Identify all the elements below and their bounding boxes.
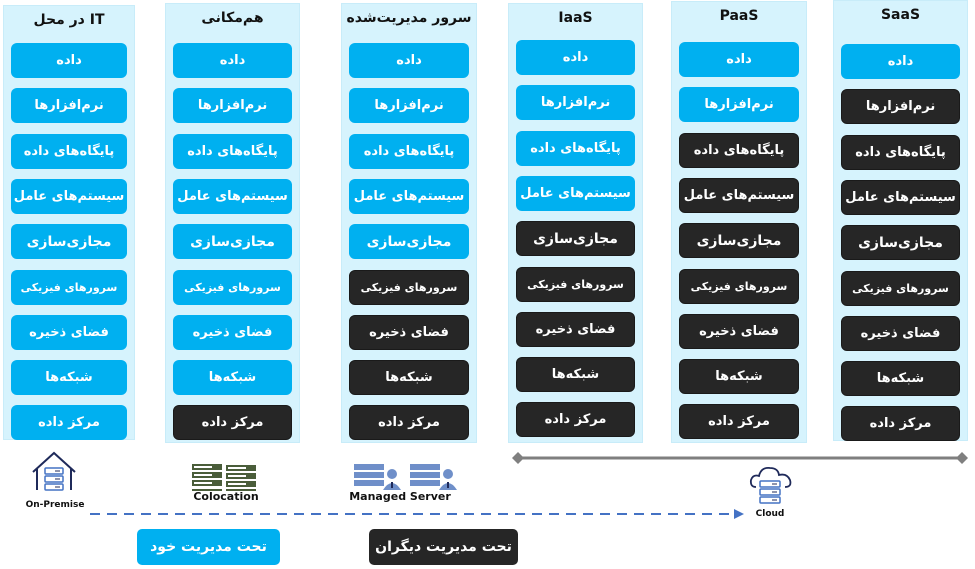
layer-box: داده (173, 43, 292, 78)
layer-box: مرکز داده (173, 405, 292, 441)
legend-vendor-managed: تحت مدیریت دیگران (369, 529, 518, 565)
layer-box: داده (516, 40, 635, 75)
layer-box: سیستم‌های عامل (679, 177, 799, 213)
layer-box: پایگاه‌های داده (11, 133, 127, 169)
layer-box: داده (679, 42, 799, 77)
layer-box: پایگاه‌های داده (679, 132, 799, 168)
column-title: IaaS (558, 10, 593, 26)
layer-box: نرم‌افزارها (679, 87, 799, 123)
layer-box: مجازی‌سازی (841, 225, 960, 261)
layer-box: فضای ذخیره (11, 314, 127, 350)
layer-box: شبکه‌ها (516, 357, 635, 393)
layer-box: سیستم‌های عامل (11, 178, 127, 214)
layer-box: مرکز داده (11, 405, 127, 441)
layer-box: سیستم‌های عامل (841, 179, 960, 215)
layer-box: پایگاه‌های داده (516, 130, 635, 166)
layer-box: مرکز داده (349, 405, 469, 441)
managed-server-icon (354, 464, 457, 490)
arrow-head-icon (734, 509, 744, 519)
layer-box: فضای ذخیره (349, 314, 469, 350)
colocation-server-racks-icon (192, 464, 256, 491)
cloud-server-icon (749, 467, 792, 504)
layer-box: مجازی‌سازی (349, 224, 469, 260)
slider-handle-right (956, 452, 968, 464)
layer-box: سیستم‌های عامل (173, 178, 292, 214)
service-column-5: SaaS داده نرم‌افزارها پایگاه‌های داده سیستم‌… (833, 0, 968, 442)
layer-box: شبکه‌ها (841, 361, 960, 397)
layer-box: سرورهای فیزیکی (349, 269, 469, 305)
layer-box: داده (349, 43, 469, 78)
layer-box: سیستم‌های عامل (516, 175, 635, 211)
column-title: هم‌مکانی (201, 10, 264, 26)
service-column-4: PaaS داده نرم‌افزارها پایگاه‌های داده سیستم‌… (671, 1, 807, 443)
layer-box: مجازی‌سازی (516, 221, 635, 257)
layer-box: مرکز داده (516, 402, 635, 438)
layer-box: مجازی‌سازی (679, 223, 799, 259)
layer-box: مجازی‌سازی (11, 224, 127, 260)
layer-box: مرکز داده (841, 406, 960, 442)
layer-box: نرم‌افزارها (173, 88, 292, 124)
service-column-0: IT در محل داده نرم‌افزارها پایگاه‌های داده س… (3, 5, 135, 441)
layer-box: سرورهای فیزیکی (11, 269, 127, 305)
layer-box: سیستم‌های عامل (349, 178, 469, 214)
layer-box: نرم‌افزارها (349, 88, 469, 124)
service-column-3: IaaS داده نرم‌افزارها پایگاه‌های داده سیستم‌… (508, 3, 643, 443)
layer-box: مجازی‌سازی (173, 224, 292, 260)
layer-box: پایگاه‌های داده (841, 134, 960, 170)
on-premise-label: On-Premise (25, 500, 85, 510)
layer-box: نرم‌افزارها (11, 88, 127, 124)
layer-box: سرورهای فیزیکی (516, 266, 635, 302)
layer-box: داده (841, 44, 960, 79)
service-column-2: سرور مدیریت‌شده داده نرم‌افزارها پایگاه‌های… (341, 3, 477, 443)
progression-dashed-arrow (90, 509, 744, 519)
layer-box: شبکه‌ها (173, 360, 292, 396)
layer-box: سرورهای فیزیکی (679, 268, 799, 304)
layer-box: پایگاه‌های داده (173, 133, 292, 169)
service-column-1: هم‌مکانی داده نرم‌افزارها پایگاه‌های داده سی… (165, 3, 300, 443)
layer-box: شبکه‌ها (349, 360, 469, 396)
layer-box: شبکه‌ها (11, 360, 127, 396)
column-title: SaaS (880, 7, 921, 23)
layer-box: داده (11, 43, 127, 78)
layer-box: نرم‌افزارها (516, 85, 635, 121)
cloud-range-slider (512, 452, 968, 464)
managed-server-label: Managed Server (349, 490, 451, 503)
layer-box: فضای ذخیره (679, 313, 799, 349)
layer-box: فضای ذخیره (173, 314, 292, 350)
layer-box: فضای ذخیره (516, 311, 635, 347)
layer-box: سرورهای فیزیکی (841, 270, 960, 306)
colocation-label: Colocation (193, 490, 259, 503)
layer-box: شبکه‌ها (679, 359, 799, 395)
column-title: سرور مدیریت‌شده (346, 10, 472, 26)
on-premise-house-server-icon (32, 451, 76, 491)
column-title: PaaS (719, 8, 759, 24)
cloud-label: Cloud (755, 509, 785, 519)
layer-box: فضای ذخیره (841, 315, 960, 351)
slider-handle-left (512, 452, 524, 464)
layer-box: سرورهای فیزیکی (173, 269, 292, 305)
column-title: IT در محل (33, 12, 105, 28)
layer-box: پایگاه‌های داده (349, 133, 469, 169)
layer-box: نرم‌افزارها (841, 89, 960, 125)
layer-box: مرکز داده (679, 404, 799, 440)
legend-self-managed: تحت مدیریت خود (137, 529, 280, 565)
